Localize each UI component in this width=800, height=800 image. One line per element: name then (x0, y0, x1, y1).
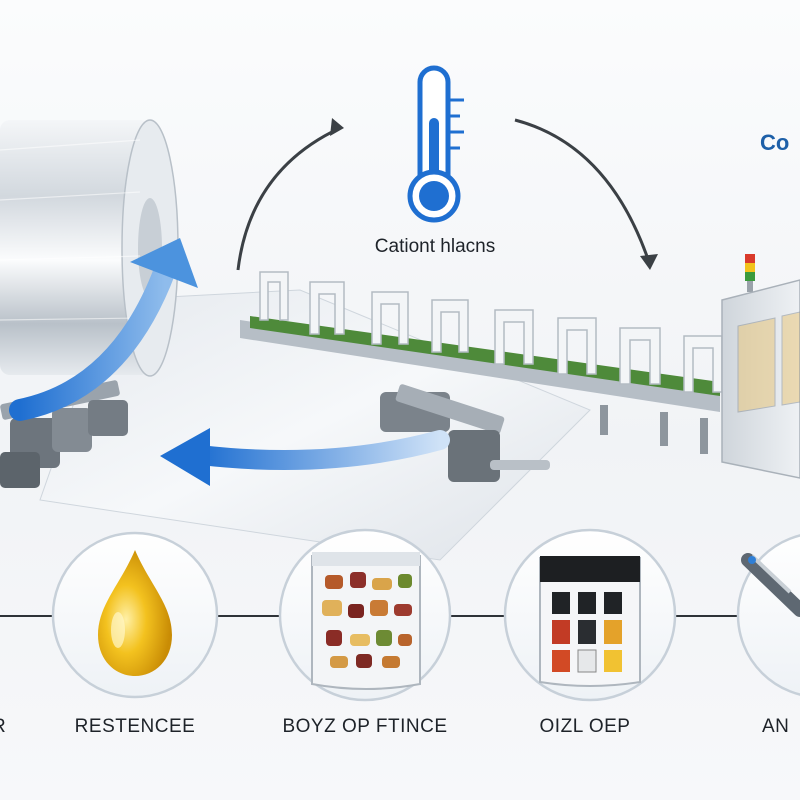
film-roll-icon (0, 119, 179, 377)
loop-arrow-right (514, 118, 652, 266)
upward-blue-arrow (9, 259, 176, 421)
corner-caption: Co (760, 130, 790, 155)
thermometer-icon (407, 65, 464, 223)
probe-icon (741, 553, 800, 617)
probe-circle (736, 534, 800, 696)
oil-drop-circle (51, 531, 219, 699)
thermometer-caption: Cationt hlacns (374, 236, 496, 257)
packaged-bag-icon (539, 556, 641, 687)
bottom-label-oil: RESTENCEE (74, 716, 196, 737)
bottom-label-packaged-bag: OIZL OEP (539, 716, 631, 737)
backward-arrow-head (160, 428, 210, 486)
upward-arrow-head (130, 238, 198, 288)
loop-arrow-left-head (330, 118, 344, 136)
bottom-label-snack-bag: BOYZ OP FTINCE (282, 716, 448, 737)
conveyor-line (240, 271, 723, 454)
packaged-bag-circle (503, 528, 677, 702)
right-clamp-mechanism (380, 384, 550, 482)
loop-arrow-left (236, 126, 341, 271)
snack-bag-icon (311, 552, 421, 690)
snack-bag-circle (278, 528, 452, 702)
bottom-label-right-edge: AN (762, 716, 790, 737)
packaging-machine (721, 254, 800, 479)
bottom-label-left-edge: R (0, 716, 6, 738)
backward-blue-arrow (190, 430, 450, 470)
loop-arrow-right-head (640, 254, 658, 270)
